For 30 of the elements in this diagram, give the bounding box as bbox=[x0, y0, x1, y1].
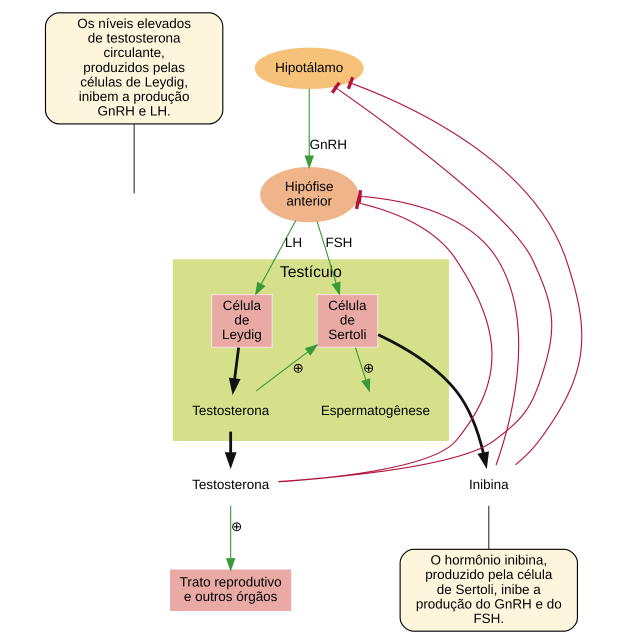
node-ellipse: Hipófise anterior bbox=[260, 167, 358, 222]
arrow bbox=[316, 221, 341, 296]
node-text: Testosterona bbox=[192, 402, 270, 418]
edge-label: ⊕ bbox=[230, 518, 242, 534]
node-box: Célula de Leydig bbox=[211, 294, 273, 348]
connector bbox=[346, 76, 582, 466]
edge-label: ⊕ bbox=[292, 360, 304, 376]
connector bbox=[278, 82, 552, 482]
edge-label: ⊕ bbox=[363, 360, 374, 376]
node-box: Trato reprodutivo e outros órgãos bbox=[170, 570, 292, 612]
connector bbox=[358, 190, 520, 466]
node-text: Testosterona bbox=[192, 476, 270, 492]
arrow bbox=[256, 344, 318, 392]
connector bbox=[488, 506, 490, 550]
arrow bbox=[224, 432, 237, 470]
arrow bbox=[254, 220, 296, 296]
connector bbox=[134, 124, 135, 194]
node-text: Espermatogênese bbox=[320, 402, 430, 418]
arrow bbox=[228, 347, 241, 396]
arrow bbox=[304, 88, 314, 170]
edge-label: FSH bbox=[326, 234, 352, 250]
edge-label: GnRH bbox=[310, 137, 347, 152]
node-box: Célula de Sertoli bbox=[316, 294, 378, 348]
node-box: O hormônio inibina, produzido pela célula de Sertoli, inibe a produção do GnRH e do FSH. bbox=[400, 548, 578, 632]
arrow bbox=[226, 506, 236, 572]
edge-label: LH bbox=[284, 234, 302, 250]
arrow bbox=[354, 347, 370, 392]
node-box: Os níveis elevados de testosterona circulante, produzidos pelas células de Leydig, inibem a produção GnRH e LH. bbox=[44, 12, 224, 124]
arrow bbox=[378, 333, 490, 470]
node-text: Inibina bbox=[468, 476, 509, 492]
